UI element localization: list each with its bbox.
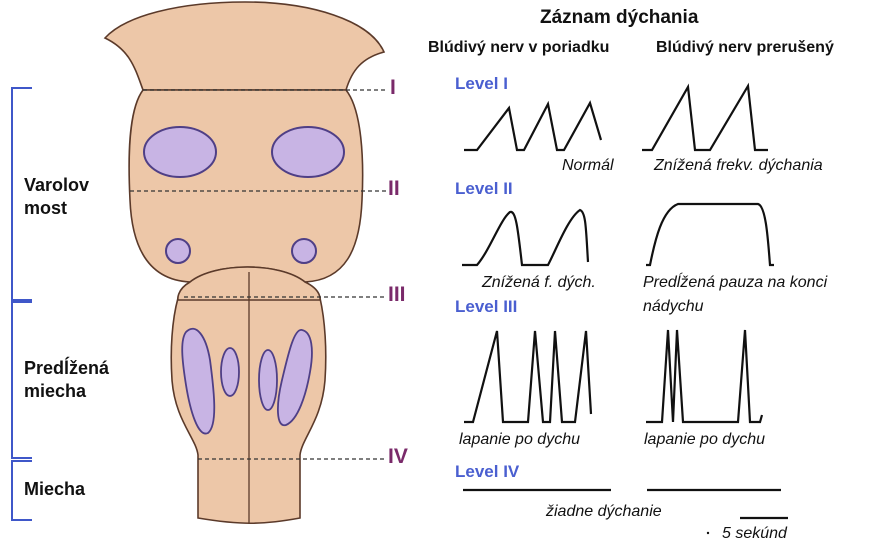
column-header-intact: Blúdivý nerv v poriadku [428, 39, 609, 57]
region-label-pons-line1: Varolov [24, 174, 89, 197]
region-label-pons-line2: most [24, 197, 89, 220]
scale-dot [707, 532, 709, 534]
cut-marker-4: IV [388, 445, 408, 469]
apneustic-nucleus-right [292, 239, 316, 263]
caption-level2-cut-line1: Predĺžená pauza na konci [643, 274, 827, 292]
region-label-pons: Varolov most [24, 174, 89, 220]
apneustic-nucleus-left [166, 239, 190, 263]
pneumotaxic-nucleus-left [144, 127, 216, 177]
caption-level1-intact: Normál [562, 157, 614, 175]
cut-marker-3: III [388, 283, 406, 307]
trace-level2-cut [646, 204, 774, 265]
trace-level3-intact [464, 331, 591, 422]
cut-marker-2: II [388, 177, 400, 201]
trace-level1-cut [642, 86, 768, 150]
dorsal-group-left [221, 348, 239, 396]
level-label-2: Level II [455, 179, 513, 199]
caption-level4: žiadne dýchanie [546, 503, 662, 521]
pons [129, 90, 363, 282]
caption-level2-intact: Znížená f. dých. [482, 274, 596, 292]
diagram-title: Záznam dýchania [540, 7, 698, 29]
midbrain [105, 2, 384, 90]
cut-marker-1: I [390, 76, 396, 100]
level-label-3: Level III [455, 297, 517, 317]
column-header-cut: Blúdivý nerv prerušený [656, 39, 834, 57]
region-label-medulla-line2: miecha [24, 380, 109, 403]
caption-level2-cut-line2: nádychu [643, 298, 704, 316]
scale-bar-label: 5 sekúnd [722, 525, 787, 543]
pneumotaxic-nucleus-right [272, 127, 344, 177]
region-brackets [12, 88, 32, 520]
trace-level1-intact [464, 103, 601, 150]
region-label-spinal: Miecha [24, 478, 85, 501]
trace-level3-cut [646, 330, 762, 422]
trace-level2-intact [462, 210, 588, 265]
dorsal-group-right [259, 350, 277, 410]
caption-level3-cut: lapanie po dychu [644, 431, 765, 449]
region-label-medulla-line1: Predĺžená [24, 357, 109, 380]
level-label-1: Level I [455, 74, 508, 94]
region-label-medulla: Predĺžená miecha [24, 357, 109, 403]
caption-level3-intact: lapanie po dychu [459, 431, 580, 449]
caption-level1-cut: Znížená frekv. dýchania [654, 157, 823, 175]
brainstem-illustration [105, 2, 384, 524]
level-label-4: Level IV [455, 462, 519, 482]
